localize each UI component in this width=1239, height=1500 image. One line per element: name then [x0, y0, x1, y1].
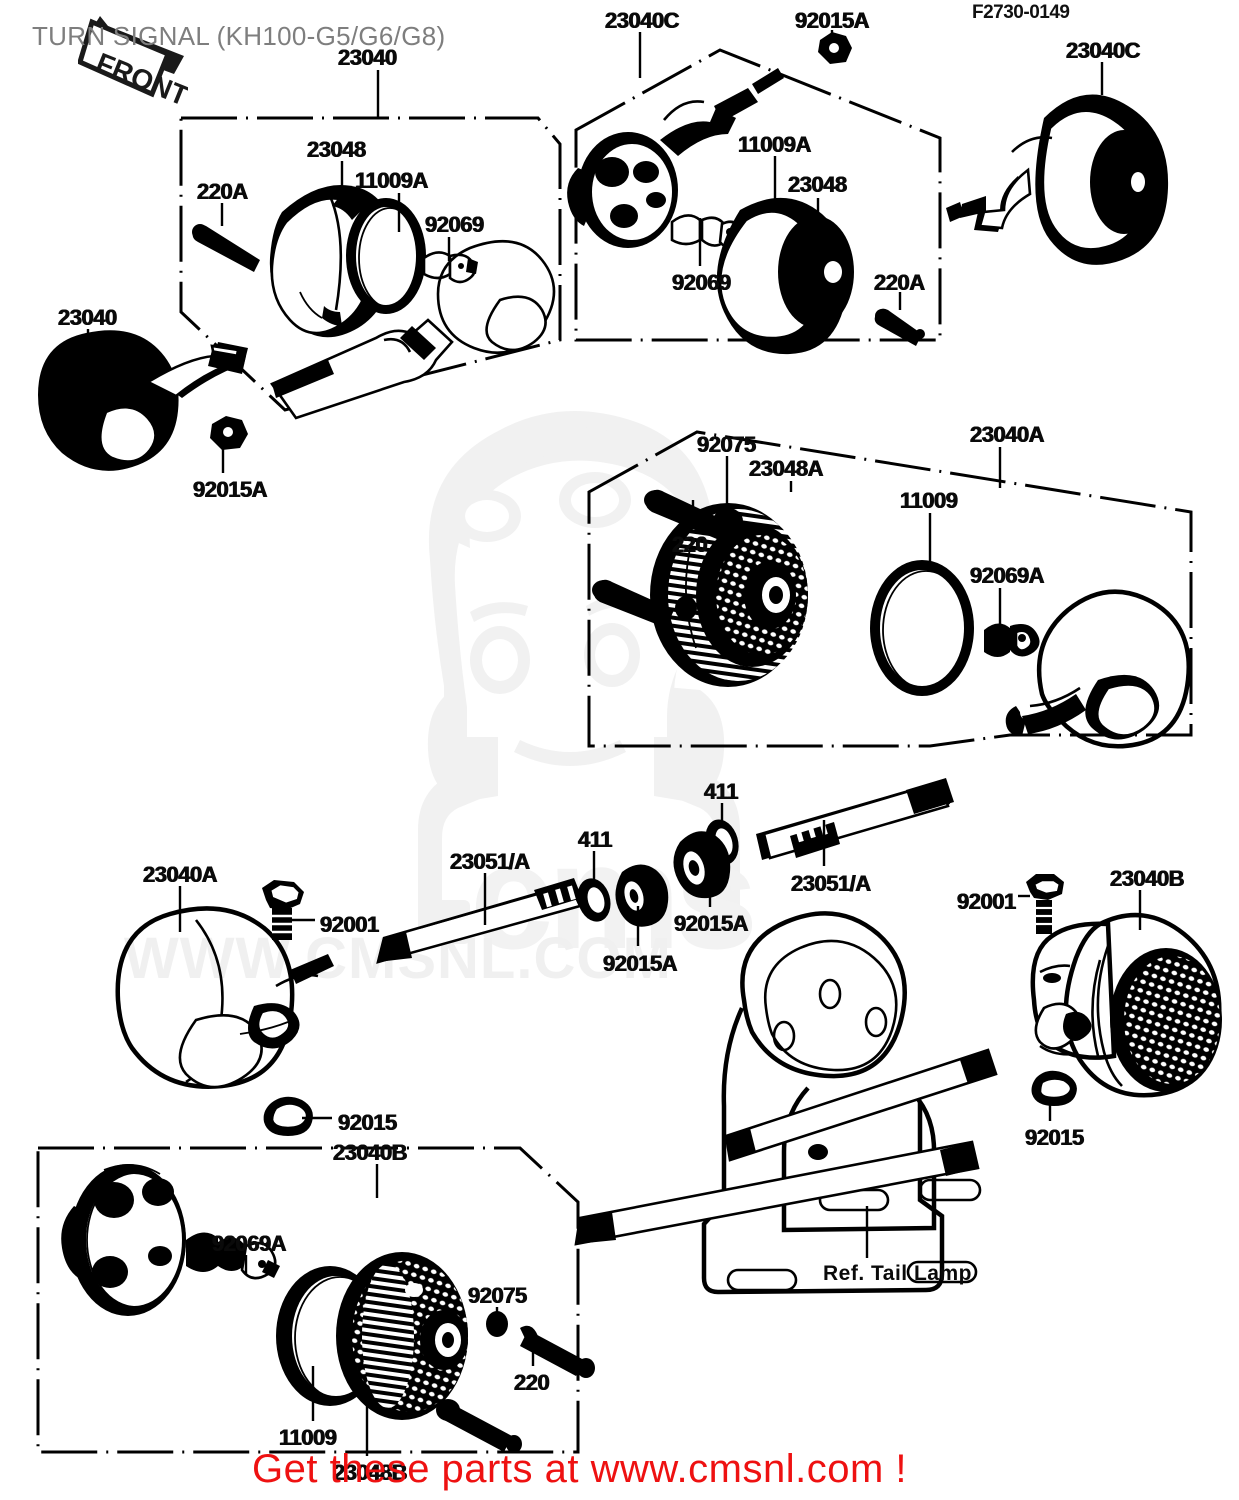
- nut-92015-left: [263, 1096, 313, 1136]
- screw-220-upper: [644, 489, 732, 542]
- washer-411-left: [577, 878, 611, 922]
- detail-box-front-left: [179, 116, 562, 412]
- lens-gasket-11009a: [346, 198, 426, 314]
- part-number-callout: 92069A: [970, 563, 1045, 588]
- part-number-callout: 11009: [279, 1425, 337, 1450]
- nut-92015-right: [1031, 1070, 1077, 1106]
- part-number-callout: 23040A: [143, 862, 218, 887]
- part-number-callout: 92001: [957, 889, 1016, 914]
- bolt-92001-right: [1026, 874, 1064, 934]
- part-number-callout: 220: [672, 532, 708, 557]
- lamp-base-front-right: [567, 68, 784, 248]
- part-number-callout: 23040A: [970, 422, 1045, 447]
- part-number-callout: 23040: [58, 305, 117, 330]
- part-number-callout: 23048: [788, 172, 847, 197]
- part-number-callout: 92015: [1025, 1125, 1084, 1150]
- rear-gasket-11009: [870, 560, 974, 696]
- bulb-92069a-rear: [984, 623, 1040, 657]
- rear-lamp-base-bottom-left: [61, 1164, 186, 1316]
- screw-220a-front-left: [192, 224, 260, 272]
- promo-text: Get these parts at www.cmsnl.com !: [252, 1447, 907, 1491]
- callout-leader-lines: [86, 30, 1142, 1456]
- lamp-assembly-23040c-right: [946, 94, 1169, 265]
- part-number-callout: 92069: [425, 212, 484, 237]
- part-number-callout: 23040C: [1066, 38, 1141, 63]
- part-number-callout: 92069A: [212, 1231, 287, 1256]
- detail-box-rear-lower-left: [36, 1146, 580, 1454]
- part-number-callout: 92075: [697, 432, 756, 457]
- part-number-callout: 92015A: [795, 8, 870, 33]
- detail-box-rear-center: [587, 430, 1193, 748]
- nut-92015a-top: [818, 32, 852, 64]
- part-number-callout: 23040B: [1110, 866, 1185, 891]
- tail-lamp-bracket-reference: [574, 911, 998, 1295]
- lamp-assembly-rear-left-23040a: [115, 906, 334, 1089]
- bulb-92069a-bottom: [186, 1232, 280, 1280]
- page-title: TURN SIGNAL (KH100-G5/G6/G8): [32, 21, 446, 51]
- nut-92015a-left: [210, 416, 248, 450]
- washer-92075: [713, 508, 743, 534]
- part-number-callout: 11009A: [355, 168, 428, 193]
- part-number-callout: 92001: [320, 912, 379, 937]
- screw-220-lower: [592, 579, 697, 628]
- front-direction-badge: FRONT: [76, 8, 193, 113]
- part-number-callout: 23048B: [333, 1460, 408, 1485]
- part-number-callout: 411: [704, 779, 739, 804]
- part-number-callout: 11009A: [738, 132, 811, 157]
- part-number-callout: 23040: [338, 45, 397, 70]
- lamp-housing-front-left-box: [270, 239, 556, 420]
- bolt-92001-left: [262, 880, 304, 940]
- part-number-callout: 23040C: [605, 8, 680, 33]
- part-number-callout: 220A: [874, 270, 925, 295]
- part-number-callout: 92069: [672, 270, 731, 295]
- part-number-callout: 23051/A: [791, 871, 871, 896]
- rear-lens-23048b-bottom: [336, 1252, 468, 1420]
- part-number-callout: 92015: [338, 1110, 397, 1135]
- axle-shaft-left-23051a: [376, 878, 582, 964]
- part-number-callout: 92015A: [674, 911, 749, 936]
- screw-220-bottom-lower: [436, 1399, 522, 1453]
- part-number-callout: 220: [514, 1370, 550, 1395]
- lamp-assembly-rear-right-23040b: [1030, 912, 1222, 1098]
- rear-lamp-housing-center: [1005, 589, 1191, 749]
- part-number-callout: 411: [578, 827, 613, 852]
- diagram-annotation-ref-tail-lamp: Ref. Tail Lamp: [823, 1262, 972, 1285]
- part-number-callout: 220A: [197, 179, 248, 204]
- screw-220a-front-right: [874, 308, 925, 346]
- part-number-callout: 92015A: [603, 951, 678, 976]
- part-number-callout: 92075: [468, 1283, 527, 1308]
- part-number-callout: 23048A: [749, 456, 824, 481]
- part-number-callout: 23040B: [333, 1140, 408, 1165]
- nut-92015a-left-shaft: [615, 864, 669, 927]
- lamp-assembly-front-left: [38, 330, 248, 471]
- drawing-reference-number: F2730-0149: [972, 2, 1070, 23]
- nut-92015a-right-shaft: [673, 831, 731, 899]
- lens-23048-front-right: [716, 197, 854, 355]
- part-number-callout: 11009: [900, 488, 958, 513]
- part-number-callout: 23048: [307, 137, 366, 162]
- part-number-callout: 23051/A: [450, 849, 530, 874]
- rear-lens-23048a: [650, 503, 808, 687]
- part-number-callout: 92015A: [193, 477, 268, 502]
- detail-box-front-right: [574, 48, 942, 342]
